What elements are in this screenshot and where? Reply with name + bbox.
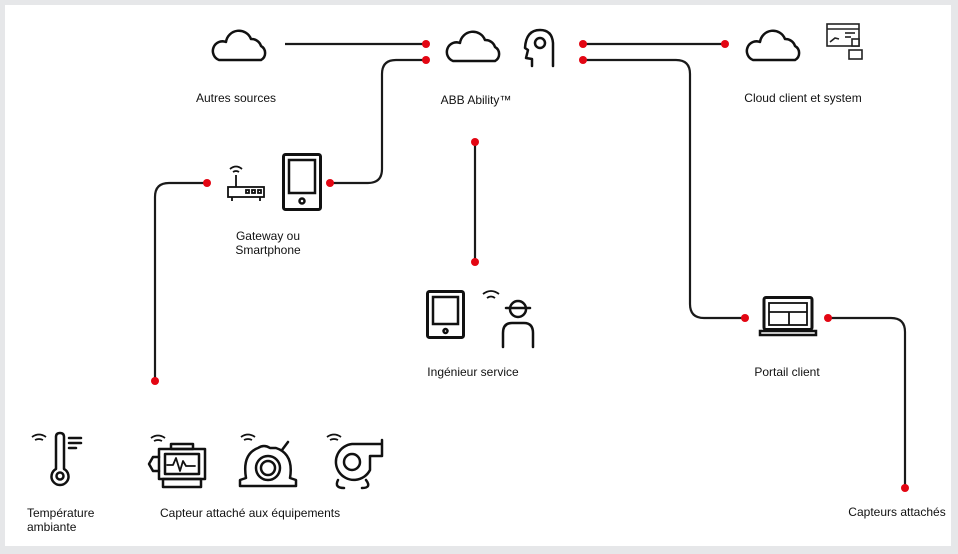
pump-icon <box>238 440 298 488</box>
wifi-icon <box>326 433 342 441</box>
connector-dot <box>422 40 430 48</box>
motor-icon <box>147 442 207 489</box>
laptop-icon <box>758 296 818 337</box>
label-ingenieur: Ingénieur service <box>427 365 519 379</box>
label-line: Gateway ou <box>235 229 301 243</box>
thermometer-icon <box>50 431 83 487</box>
label-line: Smartphone <box>235 243 301 257</box>
router-icon <box>227 165 265 201</box>
wifi-icon <box>240 433 256 441</box>
cloud-icon <box>745 29 801 62</box>
label-portail: Portail client <box>754 365 820 379</box>
line-gateway-to-abb <box>330 58 426 185</box>
label-capteurs-attaches: Capteurs attachés <box>848 505 946 519</box>
fan-icon <box>334 438 384 490</box>
label-cloud-client: Cloud client et system <box>744 91 862 105</box>
cloud-icon <box>211 29 267 62</box>
wifi-icon <box>150 434 166 442</box>
line-abb-to-portail <box>583 58 745 320</box>
head-gear-icon <box>523 28 555 68</box>
tablet-icon <box>426 290 465 339</box>
cloud-icon <box>445 30 501 63</box>
label-line: Température <box>27 506 95 520</box>
diagram-panel <box>5 5 951 546</box>
label-capteur-equipements: Capteur attaché aux équipements <box>160 506 341 520</box>
line-sensors-to-gateway <box>153 181 207 381</box>
connector-dot <box>203 179 211 187</box>
connector-dot <box>471 258 479 266</box>
connector-dot <box>151 377 159 385</box>
label-abb-ability: ABB Ability™ <box>440 93 512 107</box>
tablet-icon <box>282 153 322 211</box>
wifi-icon <box>31 433 47 441</box>
connector-dot <box>741 314 749 322</box>
engineer-icon <box>501 299 535 349</box>
connector-dot <box>901 484 909 492</box>
wifi-icon <box>482 290 500 299</box>
connector-dot <box>422 56 430 64</box>
connector-dot <box>824 314 832 322</box>
connector-dot <box>721 40 729 48</box>
connector-dot <box>579 56 587 64</box>
label-line: ambiante <box>27 520 77 534</box>
line-portail-to-capteurs <box>828 316 907 488</box>
label-autres-sources: Autres sources <box>195 91 277 105</box>
connector-dot <box>579 40 587 48</box>
connector-dot <box>326 179 334 187</box>
dashboard-user-icon <box>826 23 863 60</box>
connector-dot <box>471 138 479 146</box>
